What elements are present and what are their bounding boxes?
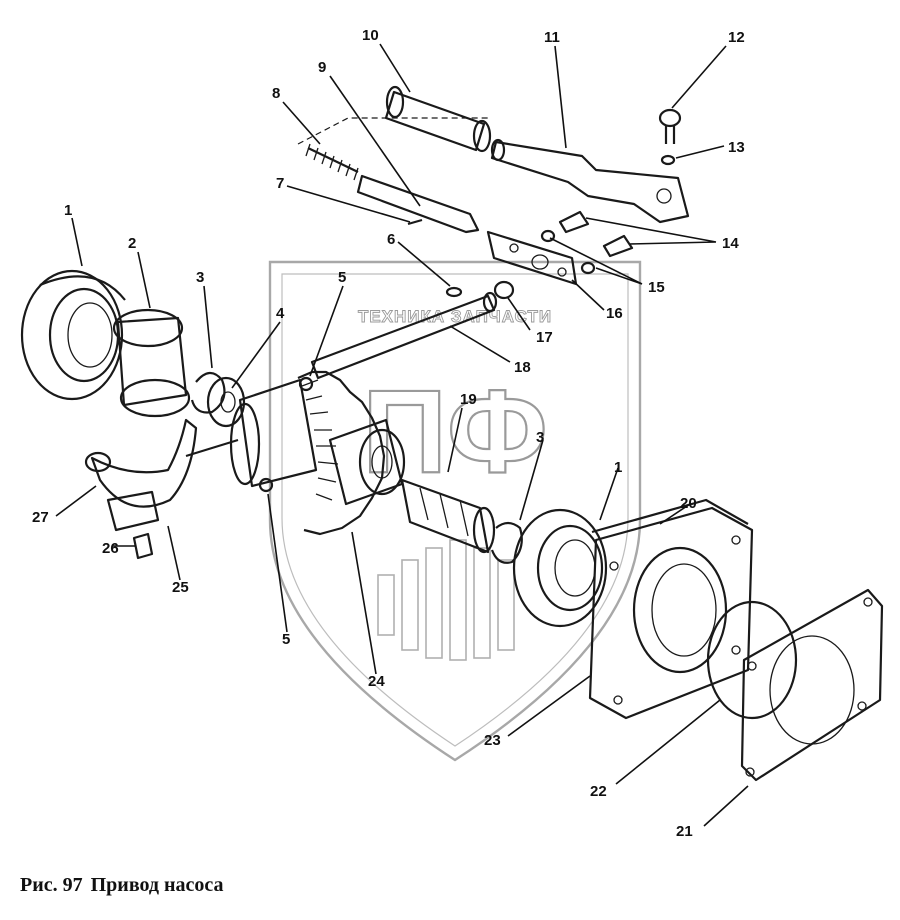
spring [305, 143, 359, 181]
ball-lower [258, 477, 274, 493]
watermark-monogram: ПФ [362, 366, 548, 498]
housing-flange [588, 506, 754, 720]
callout-15: 15 [648, 279, 665, 296]
callout-9: 9 [318, 59, 326, 76]
callout-24: 24 [368, 673, 385, 690]
watermark-text: ТЕХНИКА ЗАПЧАСТИ [358, 307, 552, 326]
gasket-plate [740, 588, 884, 782]
watermark-shield-inner [281, 273, 629, 747]
callout-11: 11 [544, 29, 560, 46]
washer [206, 376, 246, 428]
snap-ring-right [490, 521, 523, 564]
seal-ring [493, 280, 515, 300]
gasket-edge [591, 498, 749, 534]
callout-10: 10 [362, 27, 379, 44]
callout-3-right: 3 [536, 429, 544, 446]
callout-19: 19 [460, 391, 477, 408]
callout-22: 22 [590, 783, 607, 800]
mounting-plate [486, 230, 578, 286]
cotter-pin [407, 218, 423, 226]
rod [356, 174, 480, 234]
snap-ring-left [190, 371, 226, 414]
bolt-top [658, 108, 682, 144]
callout-5-upper: 5 [338, 269, 346, 286]
pin [445, 286, 463, 298]
callout-25: 25 [172, 579, 189, 596]
callout-16: 16 [606, 305, 623, 322]
callout-12: 12 [728, 29, 745, 46]
figure-title: Привод насоса [90, 874, 224, 896]
sleeve [112, 308, 191, 418]
callout-14: 14 [722, 235, 739, 252]
figure-caption: Рис. 97 Привод насоса [20, 874, 224, 897]
callout-3-left: 3 [196, 269, 204, 286]
hollow-shaft [400, 478, 496, 554]
callout-18: 18 [514, 359, 531, 376]
callout-4: 4 [276, 305, 285, 322]
bolt-small [132, 532, 154, 560]
callout-26: 26 [102, 540, 119, 557]
bearing-left [20, 269, 126, 401]
callout-1-right: 1 [614, 459, 622, 476]
leader-lines [55, 43, 749, 827]
watermark-shield [268, 260, 642, 762]
callout-21: 21 [676, 823, 693, 840]
callout-20: 20 [680, 495, 697, 512]
washers-pair [540, 229, 596, 275]
assembly-line [297, 117, 490, 145]
shift-fork [84, 418, 239, 532]
callout-8: 8 [272, 85, 280, 102]
lever-bracket [490, 138, 690, 224]
callout-5-lower: 5 [282, 631, 290, 648]
watermark-bars [377, 539, 515, 661]
callout-13: 13 [728, 139, 745, 156]
callout-27: 27 [32, 509, 49, 526]
callout-6: 6 [387, 231, 395, 248]
shaft [310, 291, 498, 380]
bolts-pair [558, 210, 634, 258]
callout-17: 17 [536, 329, 553, 346]
bearing-right [512, 508, 608, 628]
watermark: ТЕХНИКА ЗАПЧАСТИ ПФ [268, 260, 642, 762]
parts [20, 85, 884, 782]
figure-number: Рис. 97 [20, 874, 83, 896]
callout-1-left: 1 [64, 202, 72, 219]
callout-23: 23 [484, 732, 501, 749]
callout-2: 2 [128, 235, 136, 252]
tube [384, 85, 492, 153]
ball-upper [298, 376, 314, 392]
callout-7: 7 [276, 175, 284, 192]
o-ring [706, 600, 798, 720]
callouts: 1 2 3 4 5 6 7 8 9 10 11 12 13 14 15 16 1… [32, 27, 745, 840]
washer-small [660, 154, 676, 166]
